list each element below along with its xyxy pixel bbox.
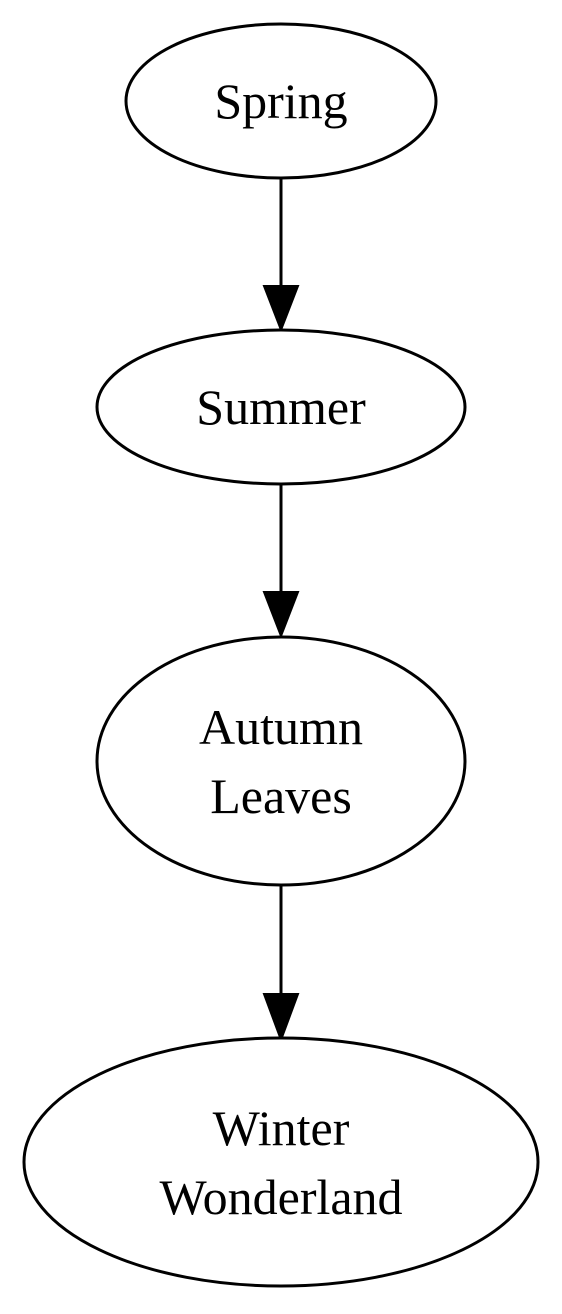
- node-ellipse: [124, 22, 438, 180]
- edge-spring-to-summer: [262, 178, 300, 333]
- node-winter-wonderland: Winter Wonderland: [22, 1036, 540, 1288]
- node-ellipse: [95, 328, 467, 486]
- node-label: Spring: [214, 73, 347, 129]
- node-spring: Spring: [124, 22, 438, 180]
- node-label: Summer: [196, 379, 366, 435]
- node-label-line-1: Winter: [213, 1100, 350, 1156]
- arrowhead-icon: [262, 993, 300, 1043]
- node-label-line-2: Wonderland: [159, 1169, 402, 1225]
- arrowhead-icon: [262, 591, 300, 639]
- node-autumn-leaves: Autumn Leaves: [95, 635, 467, 887]
- node-label-line-1: Autumn: [199, 699, 363, 755]
- edge-summer-to-autumn: [262, 484, 300, 639]
- arrowhead-icon: [262, 285, 300, 333]
- node-summer: Summer: [95, 328, 467, 486]
- edge-autumn-to-winter: [262, 885, 300, 1043]
- node-label-line-2: Leaves: [210, 768, 352, 824]
- node-ellipse: [22, 1036, 540, 1288]
- node-ellipse: [95, 635, 467, 887]
